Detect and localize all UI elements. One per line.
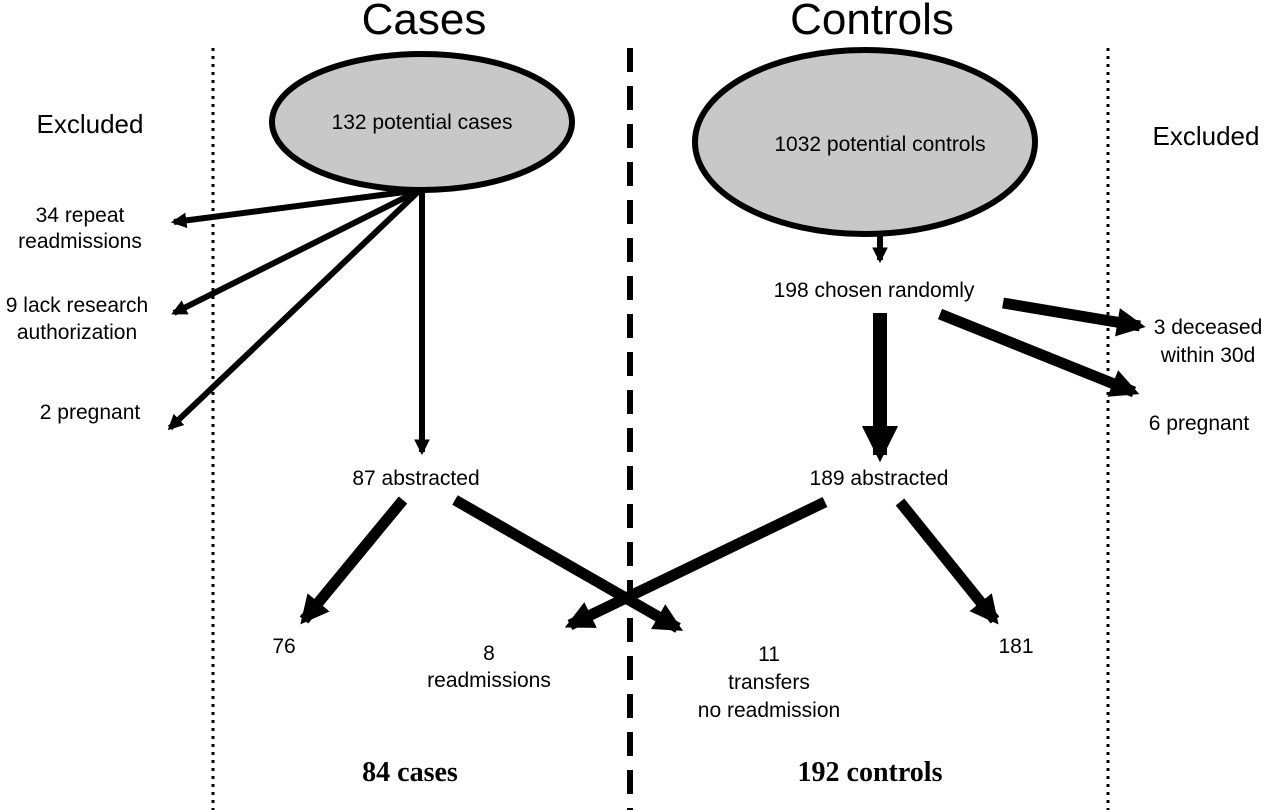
controls-heading: Controls: [790, 0, 954, 44]
arrow-to-pregnant-cases: [167, 187, 423, 431]
exclusion-repeat-readmissions: 34 repeat readmissions: [18, 204, 142, 253]
controls-total: 192 controls: [797, 757, 943, 788]
exclusion-deceased: 3 deceased within 30d: [1153, 316, 1263, 367]
potential-controls-label: 1032 potential controls: [774, 133, 986, 156]
potential-controls-ellipse: [692, 47, 1038, 237]
cases-abstracted-label: 87 abstracted: [352, 467, 480, 490]
excluded-left-label: Excluded: [36, 109, 144, 139]
arrow-to-deceased: [1002, 297, 1146, 337]
cases-total: 84 cases: [362, 757, 458, 788]
excluded-right-label: Excluded: [1152, 121, 1260, 151]
arrow-to-pregnant-controls: [937, 308, 1140, 398]
arrow-controls-to-181: [895, 498, 1000, 625]
exclusion-pregnant-cases: 2 pregnant: [39, 401, 141, 424]
arrow-to-lack-authorization: [171, 187, 422, 316]
outcome-76: 76: [272, 635, 296, 658]
arrow-cases-to-11: [452, 495, 683, 633]
arrow-controls-to-8: [564, 497, 828, 630]
cases-heading: Cases: [361, 0, 487, 44]
potential-cases-label: 132 potential cases: [331, 111, 513, 134]
outcome-8-readmissions: 8 readmissions: [427, 642, 551, 692]
exclusion-pregnant-controls: 6 pregnant: [1148, 412, 1250, 435]
exclusion-lack-authorization: 9 lack research authorization: [5, 294, 149, 344]
controls-abstracted-label: 189 abstracted: [809, 467, 949, 490]
outcome-181: 181: [998, 635, 1034, 658]
arrow-cases-to-76: [299, 496, 408, 625]
outcome-11-transfers: 11 transfers no readmission: [697, 643, 841, 722]
arrow-to-repeat-readmissions: [170, 187, 421, 229]
chosen-randomly-label: 198 chosen randomly: [773, 279, 975, 302]
